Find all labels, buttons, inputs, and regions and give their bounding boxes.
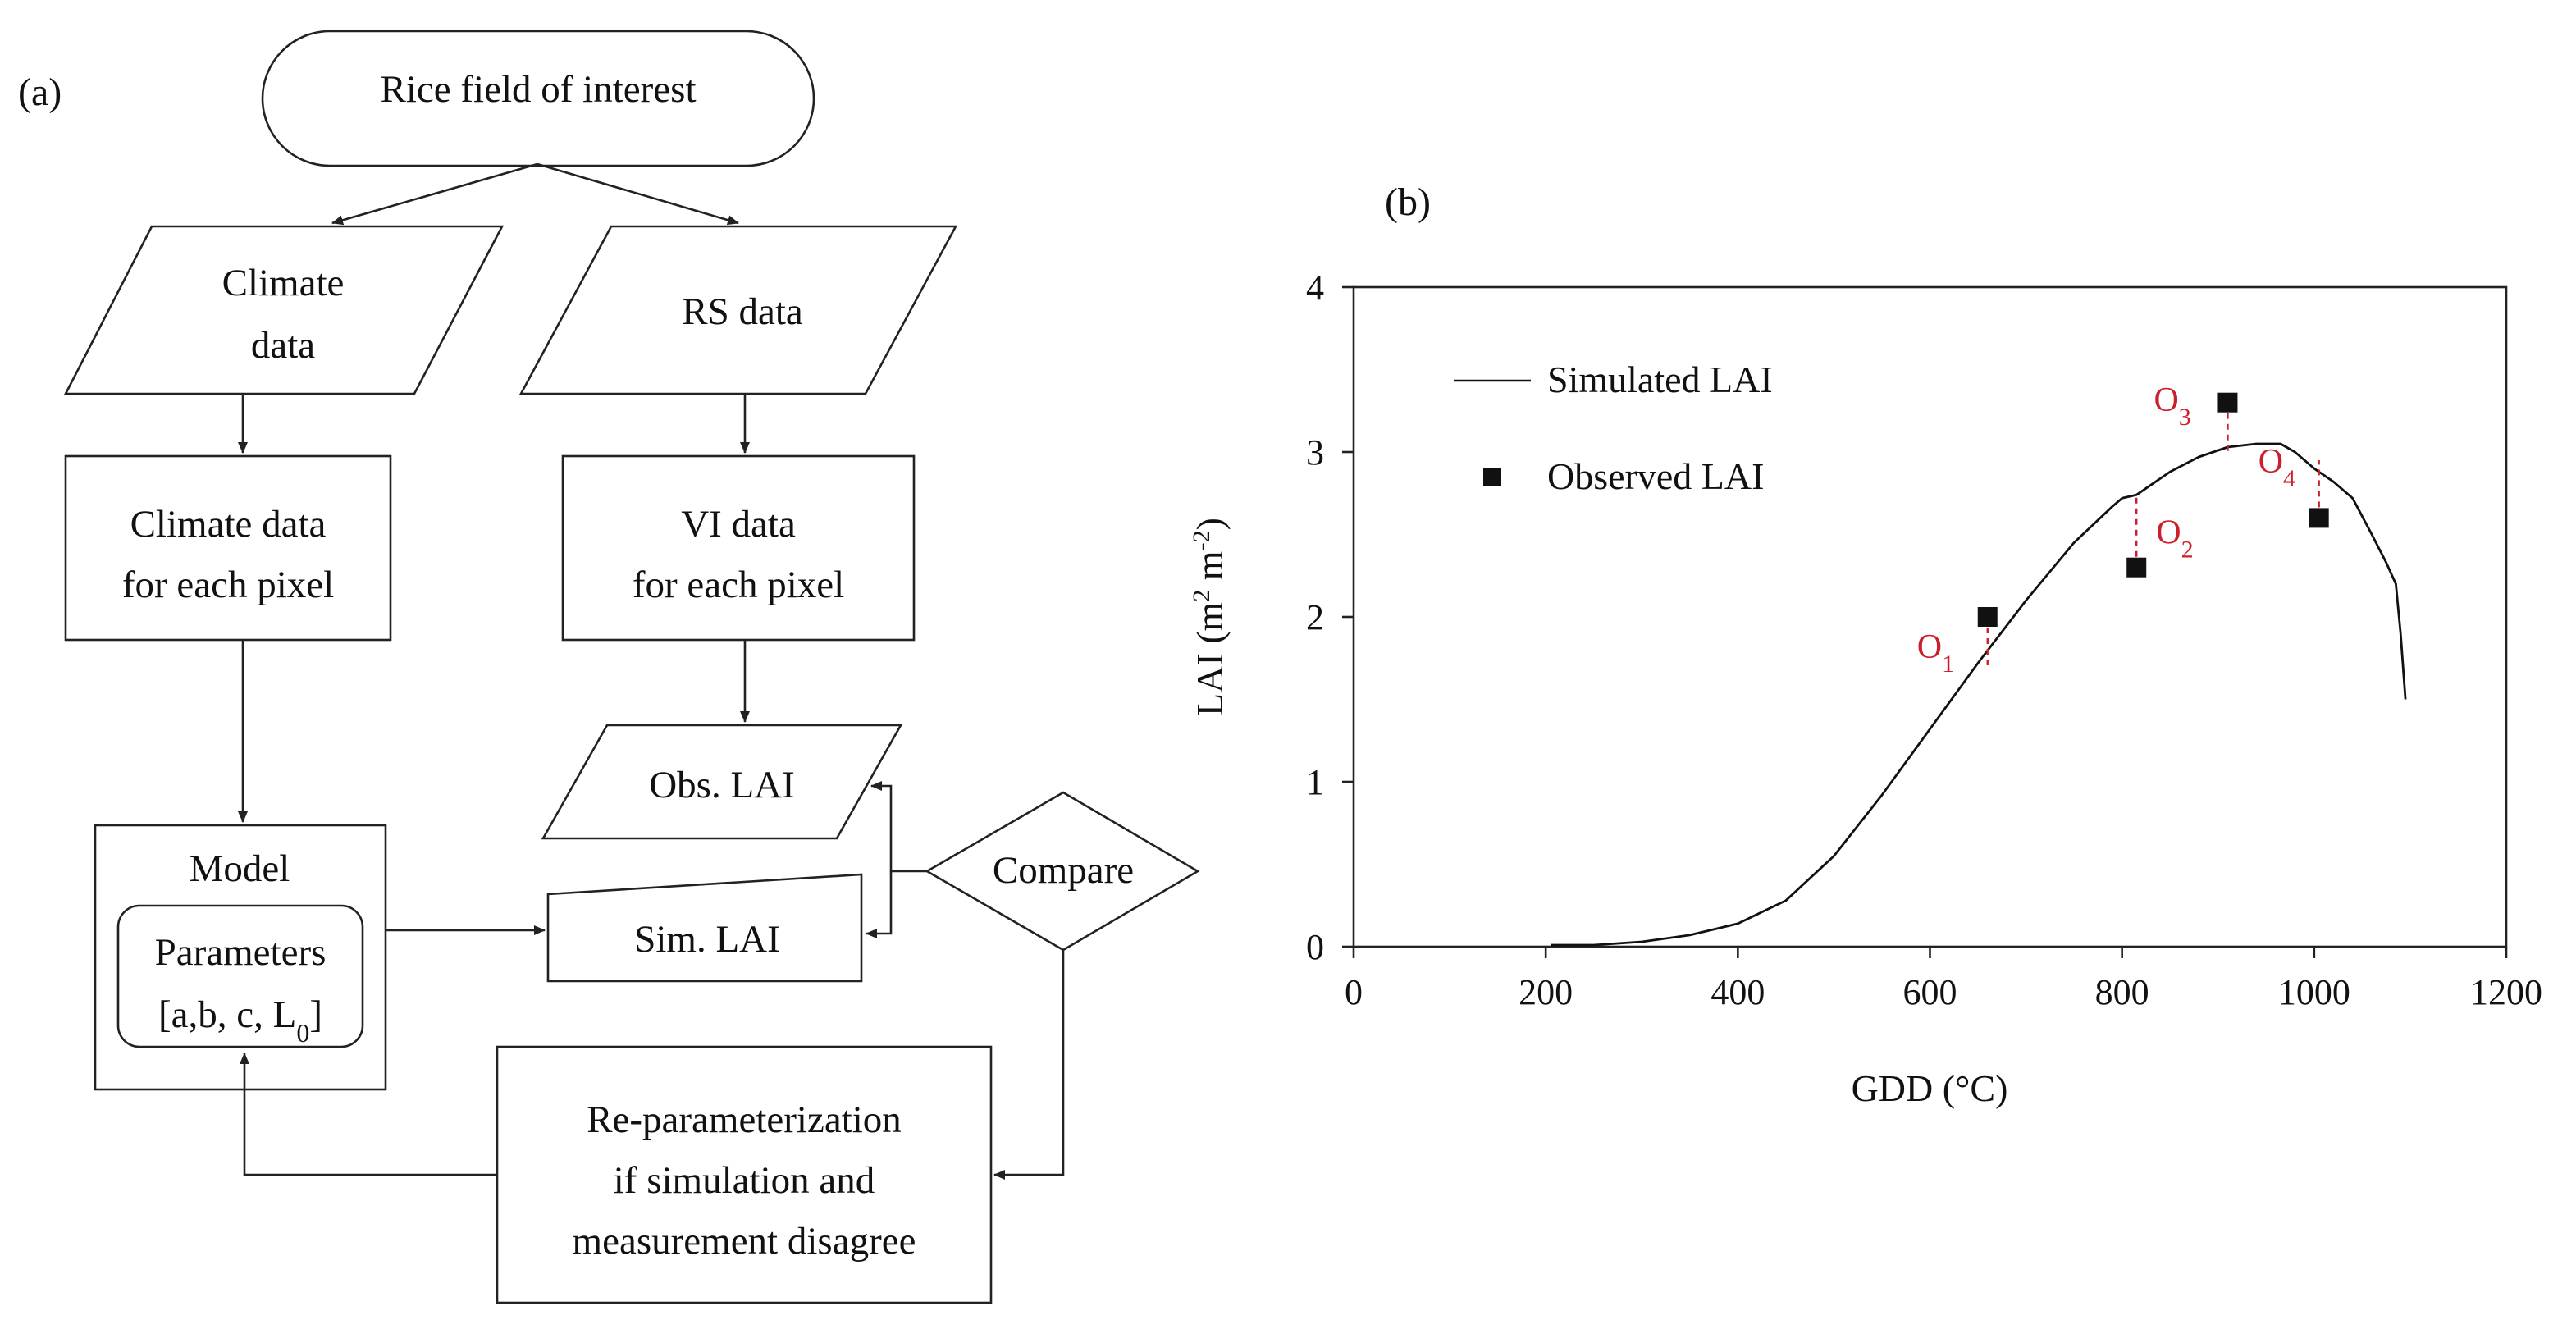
x-tick-label: 200 bbox=[1519, 972, 1573, 1012]
x-tick-label: 1000 bbox=[2278, 972, 2350, 1012]
edge-rice-to-climate bbox=[331, 162, 538, 226]
panel-a-label: (a) bbox=[18, 71, 62, 114]
x-tick-label: 800 bbox=[2095, 972, 2149, 1012]
node-rs-data: RS data bbox=[518, 225, 958, 395]
node-compare: Compare bbox=[925, 791, 1200, 952]
node-climate-data-line1: Climate bbox=[222, 262, 345, 304]
y-tick-label: 3 bbox=[1306, 432, 1324, 473]
x-axis: 0 200 400 600 800 1000 1200 bbox=[1345, 947, 2542, 1012]
legend: Simulated LAI Observed LAI bbox=[1454, 358, 1773, 497]
residual-label: O3 bbox=[2154, 381, 2190, 430]
node-climate-pixel-line1: Climate data bbox=[130, 503, 327, 546]
y-axis: 0 1 2 3 4 bbox=[1306, 267, 1354, 967]
simulated-lai-line bbox=[1551, 442, 2407, 947]
legend-observed: Observed LAI bbox=[1547, 455, 1764, 497]
node-model-text: Model bbox=[190, 847, 290, 890]
residual-label: O2 bbox=[2156, 514, 2193, 563]
y-tick-label: 4 bbox=[1306, 267, 1324, 308]
x-tick-label: 0 bbox=[1345, 972, 1363, 1012]
x-axis-label: GDD (°C) bbox=[1852, 1067, 2008, 1109]
x-tick-label: 600 bbox=[1903, 972, 1957, 1012]
edge-reparam-to-parameters bbox=[240, 1053, 497, 1176]
panel-b-chart: (b) 0 200 400 600 800 1000 1200 0 1 2 3 4 GDD (°C)… bbox=[1188, 180, 2543, 1109]
node-obs-lai-text: Obs. LAI bbox=[649, 764, 795, 806]
residual-label: O4 bbox=[2259, 443, 2295, 492]
x-tick-label: 1200 bbox=[2470, 972, 2542, 1012]
node-reparam: Re-parameterization if simulation and me… bbox=[496, 1045, 993, 1304]
y-tick-label: 0 bbox=[1306, 927, 1324, 967]
edge-compare-to-sim bbox=[866, 871, 893, 938]
node-reparam-line1: Re-parameterization bbox=[587, 1098, 902, 1141]
node-model: Model Parameters [a,b, c, L0] bbox=[94, 824, 387, 1091]
node-obs-lai: Obs. LAI bbox=[541, 724, 903, 840]
observed-lai-point bbox=[2217, 392, 2238, 413]
legend-simulated: Simulated LAI bbox=[1547, 358, 1773, 400]
node-parameters-line1: Parameters bbox=[155, 931, 327, 974]
node-reparam-line3: measurement disagree bbox=[573, 1220, 916, 1263]
node-rice-field: Rice field of interest bbox=[261, 30, 815, 167]
node-climate-pixel-line2: for each pixel bbox=[122, 564, 334, 606]
node-climate-pixel: Climate data for each pixel bbox=[64, 454, 392, 642]
edge-rice-to-rs bbox=[537, 162, 739, 226]
node-climate-data-line2: data bbox=[251, 324, 315, 367]
node-sim-lai: Sim. LAI bbox=[546, 873, 863, 983]
y-axis-label: LAI (m2 m-2) bbox=[1188, 518, 1231, 716]
residual-label: O1 bbox=[1917, 628, 1954, 678]
plot-frame bbox=[1352, 285, 2508, 948]
node-climate-data: Climate data bbox=[63, 225, 505, 395]
panel-a-flowchart: (a) Rice field of interest Climate data … bbox=[18, 30, 1200, 1304]
observed-lai-point bbox=[1977, 607, 1998, 627]
node-parameters bbox=[116, 904, 364, 1048]
node-parameters-line2: [a,b, c, L0] bbox=[158, 993, 322, 1048]
observed-lai-point bbox=[2309, 508, 2329, 528]
x-tick-label: 400 bbox=[1710, 972, 1765, 1012]
node-vi-pixel-line1: VI data bbox=[681, 503, 796, 546]
node-reparam-line2: if simulation and bbox=[614, 1159, 875, 1202]
node-rs-data-text: RS data bbox=[682, 290, 803, 333]
node-compare-text: Compare bbox=[993, 849, 1134, 892]
y-tick-label: 1 bbox=[1306, 762, 1324, 802]
node-sim-lai-text: Sim. LAI bbox=[634, 918, 780, 961]
node-rice-field-text: Rice field of interest bbox=[381, 68, 697, 111]
y-tick-label: 2 bbox=[1306, 597, 1324, 637]
legend-marker-swatch bbox=[1483, 468, 1501, 486]
observed-lai-point bbox=[2126, 557, 2147, 578]
flow-edges bbox=[238, 162, 1065, 1180]
edge-compare-to-reparam bbox=[993, 950, 1065, 1180]
edge-compare-to-obs bbox=[870, 781, 927, 873]
node-vi-pixel-line2: for each pixel bbox=[633, 564, 844, 606]
panel-b-label: (b) bbox=[1385, 180, 1431, 224]
node-vi-pixel: VI data for each pixel bbox=[561, 454, 916, 642]
